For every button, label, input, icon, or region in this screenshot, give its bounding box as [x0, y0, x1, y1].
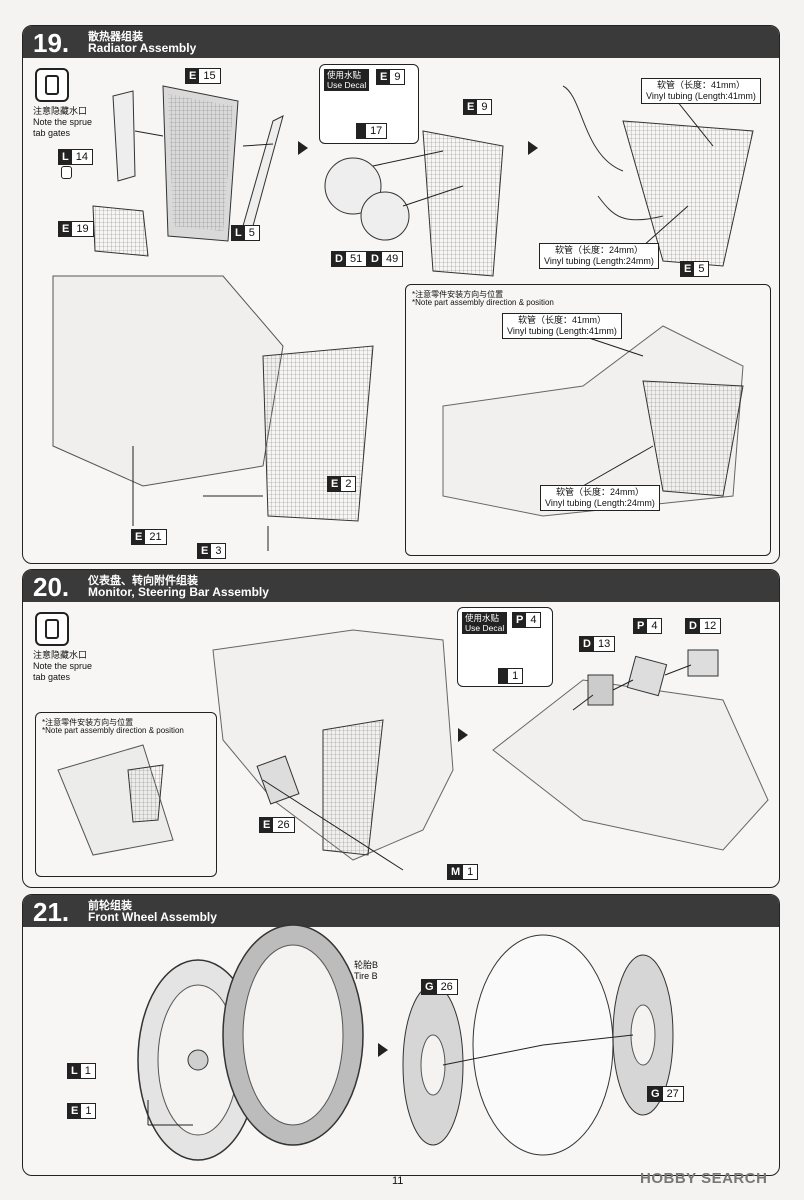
page-number: 11: [392, 1175, 404, 1187]
brand-watermark: HOBBY SEARCH: [640, 1170, 768, 1187]
step-title-cn: 散热器组装: [88, 31, 143, 43]
radiator-assembly-drawing: [52, 85, 754, 551]
sprue-gate-icon: [35, 68, 69, 102]
sprue-note: 注意隐藏水口 Note the sprue tab gates: [33, 106, 92, 139]
sprue-note-en-2: tab gates: [33, 128, 71, 138]
tubing-label-24: 软管（长度：24mm）Vinyl tubing (Length:24mm): [539, 243, 659, 269]
decal-number: 1: [498, 668, 524, 684]
step-title-en: Monitor, Steering Bar Assembly: [88, 585, 269, 599]
step-21-header: 21. 前轮组装 Front Wheel Assembly: [23, 895, 779, 927]
inset-note-en: *Note part assembly direction & position: [412, 298, 554, 307]
step-number: 21.: [33, 897, 70, 927]
step-title-cn: 前轮组装: [88, 900, 132, 912]
assembly-direction-inset: *注意零件安装方向与位置 *Note part assembly directi…: [405, 284, 771, 556]
step-title-en: Front Wheel Assembly: [88, 910, 217, 924]
sprue-note-cn: 注意隐藏水口: [33, 106, 88, 116]
sprue-gate-icon: [35, 612, 69, 646]
decal-number: 17: [356, 123, 388, 139]
sprue-note-en-1: Note the sprue: [33, 117, 93, 127]
tubing-label-41: 软管（长度：41mm）Vinyl tubing (Length:41mm): [641, 78, 761, 104]
step-20-section: 20. 仪表盘、转向附件组装 Monitor, Steering Bar Ass…: [22, 569, 780, 888]
step-title-en: Radiator Assembly: [88, 41, 197, 55]
monitor-assembly-drawing: [57, 629, 769, 871]
step-19-header: 19. 散热器组装 Radiator Assembly: [23, 26, 779, 58]
step-title-cn: 仪表盘、转向附件组装: [88, 575, 198, 587]
inset-note-cn: *注意零件安装方向与位置: [412, 290, 504, 299]
assembly-direction-inset: *注意零件安装方向与位置 *Note part assembly directi…: [35, 712, 217, 877]
step-19-section: 19. 散热器组装 Radiator Assembly: [22, 25, 780, 564]
sprue-note: 注意隐藏水口 Note the sprue tab gates: [33, 650, 93, 682]
inset-tubing-label-41: 软管（长度：41mm）Vinyl tubing (Length:41mm): [502, 313, 622, 339]
step-20-header: 20. 仪表盘、转向附件组装 Monitor, Steering Bar Ass…: [23, 570, 779, 602]
mold-gate-icon: [61, 166, 72, 179]
inset-tubing-label-24: 软管（长度：24mm）Vinyl tubing (Length:24mm): [540, 485, 660, 511]
step-number: 20.: [33, 572, 70, 602]
step-number: 19.: [33, 28, 70, 58]
front-wheel-drawing: [137, 924, 674, 1161]
